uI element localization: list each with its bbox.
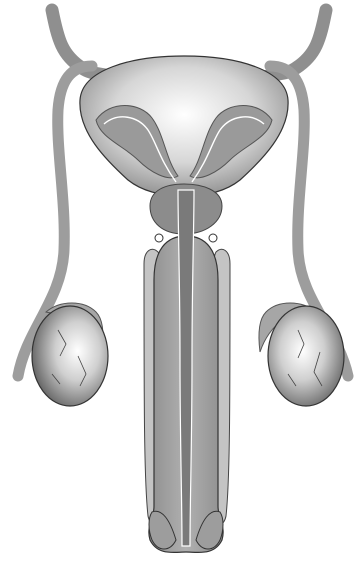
left-bulbourethral-gland <box>155 234 163 242</box>
left-testis <box>32 306 108 406</box>
right-bulbourethral-gland <box>209 234 217 242</box>
right-testis <box>268 306 344 406</box>
